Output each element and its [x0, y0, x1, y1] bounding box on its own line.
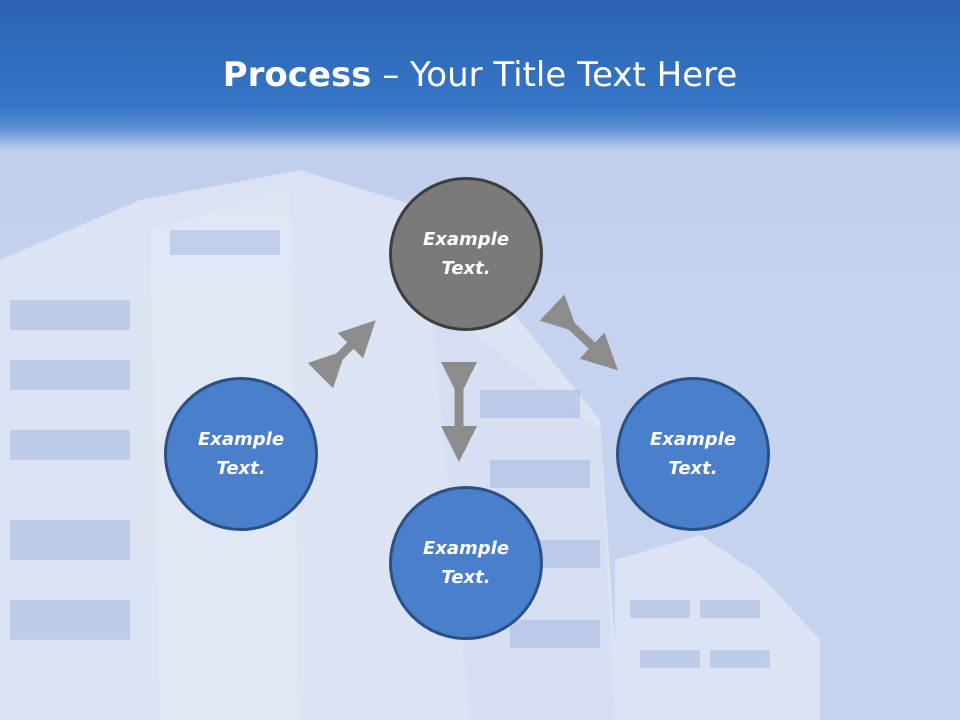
title-bold: Process: [222, 55, 372, 95]
title-banner: Process – Your Title Text Here: [0, 0, 960, 150]
process-node-left: Example Text.: [164, 377, 318, 531]
arrow-top-right: [539, 294, 619, 371]
process-node-right: Example Text.: [616, 377, 770, 531]
node-label: Example Text.: [197, 429, 285, 479]
node-label: Example Text.: [649, 429, 737, 479]
process-node-top: Example Text.: [389, 177, 543, 331]
process-node-bottom: Example Text.: [389, 486, 543, 640]
title-rest: – Your Title Text Here: [371, 55, 738, 95]
arrow-top-left: [307, 320, 376, 389]
node-label: Example Text.: [422, 538, 510, 588]
node-label: Example Text.: [422, 229, 510, 279]
slide-title: Process – Your Title Text Here: [0, 52, 960, 98]
